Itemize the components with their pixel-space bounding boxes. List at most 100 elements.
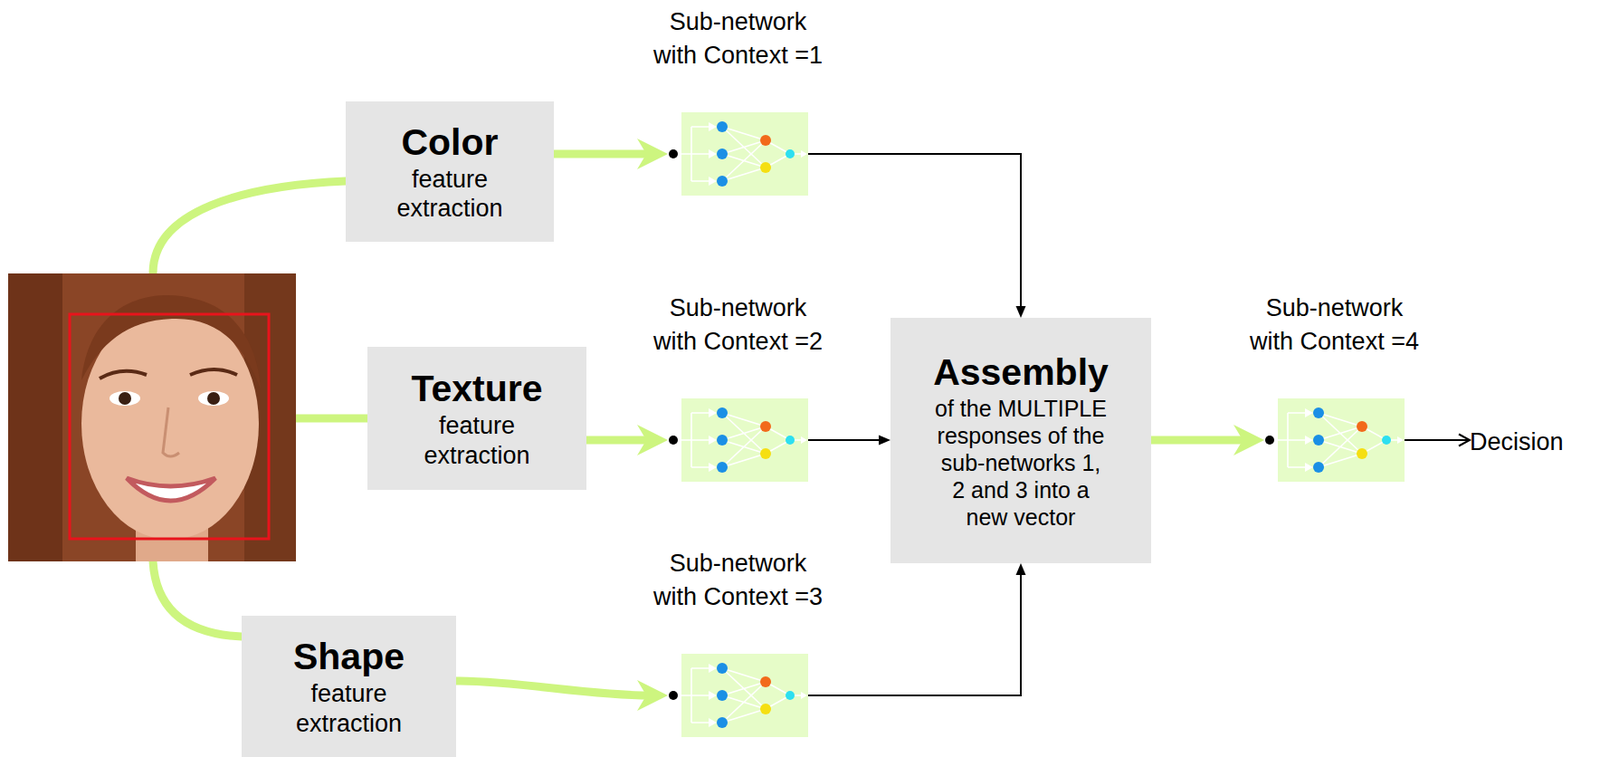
neuron: [1313, 434, 1324, 446]
neuron: [760, 134, 772, 146]
network-icon: [667, 112, 809, 196]
arrow-head: [878, 435, 891, 446]
connector-line: [1151, 436, 1247, 445]
input-dot: [668, 149, 678, 159]
connector-arrow: [808, 562, 1027, 696]
input-stream: [152, 561, 242, 637]
input-dot: [1265, 435, 1275, 445]
box-text: feature extraction: [409, 410, 545, 470]
network-links: [681, 667, 804, 723]
network-label: Sub-network with Context =2: [649, 291, 828, 360]
network-panel: [1277, 398, 1405, 482]
hair-shadow: [8, 273, 63, 562]
arrow-head: [637, 424, 668, 456]
data-flow-arrow: [456, 679, 668, 711]
neuron: [716, 461, 728, 473]
box-title: Assembly: [933, 350, 1109, 395]
input-arrows: [1304, 408, 1404, 472]
neuron: [1313, 407, 1324, 419]
neuron: [716, 175, 728, 187]
neuron: [716, 662, 728, 674]
box-text: feature extraction: [281, 678, 418, 738]
network-panel: [681, 653, 809, 737]
connector-line: [1404, 438, 1470, 441]
neuron: [760, 703, 772, 715]
neuron: [760, 420, 772, 432]
arrow-head: [1233, 424, 1265, 456]
network-links: [681, 412, 804, 467]
box-text: of the MULTIPLE responses of the sub-net…: [933, 394, 1110, 531]
neuron: [716, 407, 728, 419]
input-arrows: [708, 663, 808, 727]
connector-line: [808, 153, 1021, 308]
process-box: Shapefeature extraction: [241, 615, 457, 757]
input-dot: [668, 690, 678, 700]
sub-network: Sub-network with Context =4: [1264, 398, 1405, 482]
network-icon: [1264, 398, 1405, 482]
arrow-head: [637, 679, 668, 711]
connector-line: [808, 438, 881, 441]
network-label: Sub-network with Context =3: [649, 546, 828, 615]
data-flow-arrow: [586, 424, 668, 456]
network-links: [681, 126, 804, 181]
output-label: Decision: [1469, 428, 1564, 457]
network-links: [1277, 412, 1400, 467]
neuron: [716, 716, 728, 728]
sub-network: Sub-network with Context =2: [667, 398, 809, 482]
network-panel: [681, 398, 809, 482]
neuron: [1381, 435, 1391, 445]
neuron: [1356, 447, 1368, 459]
process-box: Texturefeature extraction: [367, 346, 587, 490]
network-label: Sub-network with Context =4: [1246, 291, 1424, 360]
neuron: [785, 435, 795, 445]
connector-arrow: [808, 435, 891, 446]
arrow-head: [1458, 434, 1470, 447]
neuron: [1356, 420, 1368, 432]
input-arrows: [708, 122, 808, 186]
network-icon: [667, 653, 809, 737]
eyebrow: [99, 371, 147, 379]
neuron: [716, 689, 728, 701]
input-dot: [668, 435, 678, 445]
box-title: Color: [400, 120, 498, 165]
neuron: [716, 148, 728, 160]
box-title: Shape: [293, 634, 405, 679]
connector-arrow: [808, 153, 1027, 318]
network-panel: [681, 112, 809, 196]
eyebrow: [190, 369, 238, 375]
pupil: [207, 391, 220, 405]
connector-arrow: [1404, 434, 1470, 447]
nose: [162, 407, 180, 457]
face-photo: [8, 273, 296, 562]
neuron: [1313, 461, 1324, 473]
arrow-head: [1016, 305, 1027, 318]
connector-line: [553, 150, 650, 159]
neuron: [760, 161, 772, 173]
data-flow-arrow: [553, 138, 668, 170]
photo-background: [8, 273, 296, 562]
input-stream: [152, 180, 346, 274]
eye: [109, 390, 141, 406]
sub-network: Sub-network with Context =1: [667, 112, 809, 196]
box-text: feature extraction: [381, 164, 518, 224]
process-box: Assemblyof the MULTIPLE responses of the…: [890, 317, 1152, 563]
process-box: Colorfeature extraction: [345, 101, 554, 242]
neuron: [716, 121, 728, 133]
face-detection-box: [69, 314, 269, 539]
neuron: [785, 690, 795, 700]
connector-line: [808, 572, 1021, 696]
neuron: [716, 434, 728, 446]
smile: [126, 477, 216, 501]
connector-line: [586, 436, 650, 445]
arrow-head: [637, 138, 668, 170]
eye: [198, 390, 229, 406]
neuron: [760, 447, 772, 459]
network-icon: [667, 398, 809, 482]
input-stream: [295, 414, 368, 423]
input-arrows: [708, 408, 808, 472]
connector-line: [456, 680, 650, 696]
hair-fringe: [81, 295, 261, 390]
neuron: [760, 676, 772, 687]
sub-network: Sub-network with Context =3: [667, 653, 809, 737]
